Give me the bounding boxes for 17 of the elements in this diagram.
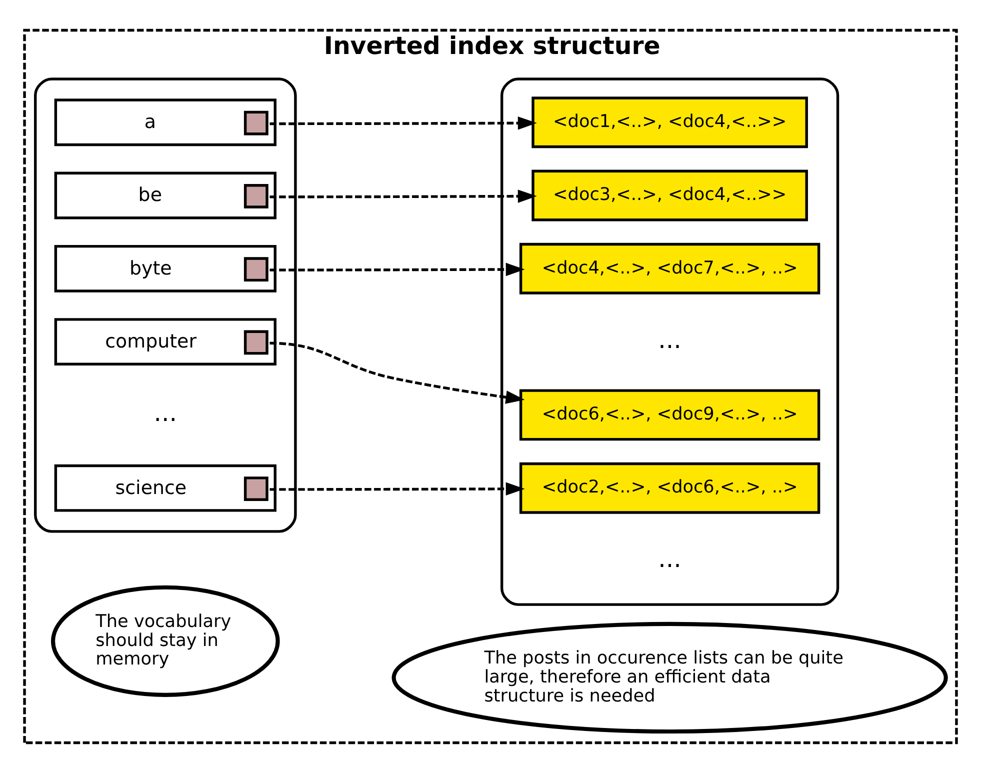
arrow (270, 482, 525, 496)
node-ellipse: The vocabulary should stay in memory (50, 585, 280, 697)
arrow (270, 116, 537, 130)
node-box: <doc6,<..>, <doc9,<..>, ..> (519, 389, 820, 441)
label: ... (154, 398, 178, 427)
node-box: <doc2,<..>, <doc6,<..>, ..> (519, 462, 820, 514)
arrow (270, 342, 525, 404)
label: ... (658, 544, 682, 574)
arrow (270, 190, 537, 203)
cluster (500, 78, 840, 606)
node-ellipse: The posts in occurence lists can be quite large, therefore an efficient data structure is needed (392, 622, 948, 734)
arrow (270, 262, 525, 276)
label: ... (658, 324, 682, 354)
node-box: <doc4,<..>, <doc7,<..>, ..> (519, 242, 820, 294)
cluster (34, 78, 297, 533)
node-box: <doc1,<..>, <doc4,<..>> (532, 96, 808, 148)
node-box: <doc3,<..>, <doc4,<..>> (532, 170, 808, 222)
